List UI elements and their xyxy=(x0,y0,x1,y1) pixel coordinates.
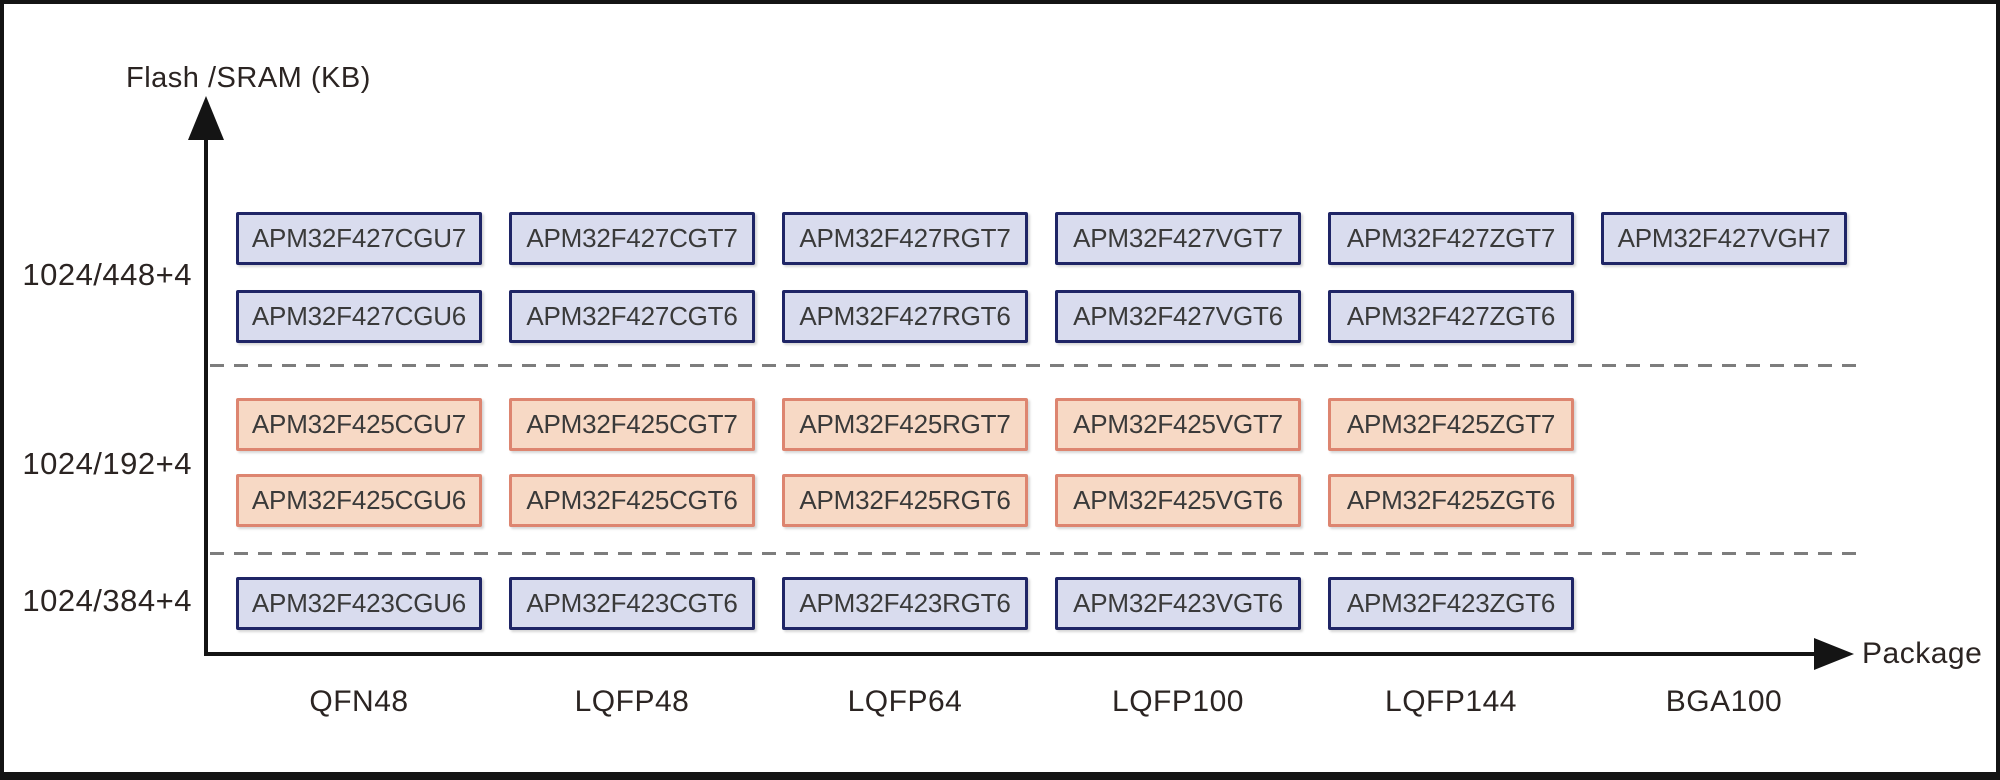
group-divider-2 xyxy=(210,552,1858,555)
chip-box: APM32F423VGT6 xyxy=(1055,577,1301,630)
chip-box: APM32F427ZGT6 xyxy=(1328,290,1574,343)
x-tick-label-lqfp48: LQFP48 xyxy=(574,685,690,718)
chip-box: APM32F425CGT6 xyxy=(509,474,755,527)
x-axis-title: Package xyxy=(1862,637,1983,670)
group-divider-1 xyxy=(210,364,1858,367)
chip-box: APM32F425CGU7 xyxy=(236,398,482,451)
chip-box: APM32F427RGT7 xyxy=(782,212,1028,265)
x-tick-label-qfn48: QFN48 xyxy=(309,685,409,718)
chip-box: APM32F427CGT7 xyxy=(509,212,755,265)
chip-box: APM32F427VGT6 xyxy=(1055,290,1301,343)
chip-box: APM32F427CGT6 xyxy=(509,290,755,343)
y-tick-label-448: 1024/448+4 xyxy=(22,257,192,292)
x-tick-label-bga100: BGA100 xyxy=(1665,685,1783,718)
x-tick-label-lqfp144: LQFP144 xyxy=(1385,685,1517,718)
chip-box: APM32F425ZGT6 xyxy=(1328,474,1574,527)
chip-box: APM32F425RGT7 xyxy=(782,398,1028,451)
chip-box: APM32F425CGT7 xyxy=(509,398,755,451)
chip-box: APM32F423RGT6 xyxy=(782,577,1028,630)
chip-box: APM32F425ZGT7 xyxy=(1328,398,1574,451)
chip-box: APM32F427VGT7 xyxy=(1055,212,1301,265)
chip-box: APM32F425VGT7 xyxy=(1055,398,1301,451)
chip-box: APM32F423CGU6 xyxy=(236,577,482,630)
y-axis-title: Flash /SRAM (KB) xyxy=(126,62,371,94)
chip-box: APM32F425RGT6 xyxy=(782,474,1028,527)
chip-box: APM32F427VGH7 xyxy=(1601,212,1847,265)
y-tick-label-384: 1024/384+4 xyxy=(22,583,192,618)
y-axis-line xyxy=(204,116,208,656)
chip-box: APM32F423ZGT6 xyxy=(1328,577,1574,630)
x-axis-arrow-icon xyxy=(1814,638,1854,670)
chip-box: APM32F425CGU6 xyxy=(236,474,482,527)
x-tick-label-lqfp64: LQFP64 xyxy=(847,685,963,718)
chip-box: APM32F427CGU7 xyxy=(236,212,482,265)
chip-box: APM32F425VGT6 xyxy=(1055,474,1301,527)
y-tick-label-192: 1024/192+4 xyxy=(22,446,192,481)
x-axis-line xyxy=(204,652,1818,656)
chip-box: APM32F427CGU6 xyxy=(236,290,482,343)
chip-box: APM32F427ZGT7 xyxy=(1328,212,1574,265)
x-tick-label-lqfp100: LQFP100 xyxy=(1112,685,1244,718)
chip-box: APM32F423CGT6 xyxy=(509,577,755,630)
chip-box: APM32F427RGT6 xyxy=(782,290,1028,343)
